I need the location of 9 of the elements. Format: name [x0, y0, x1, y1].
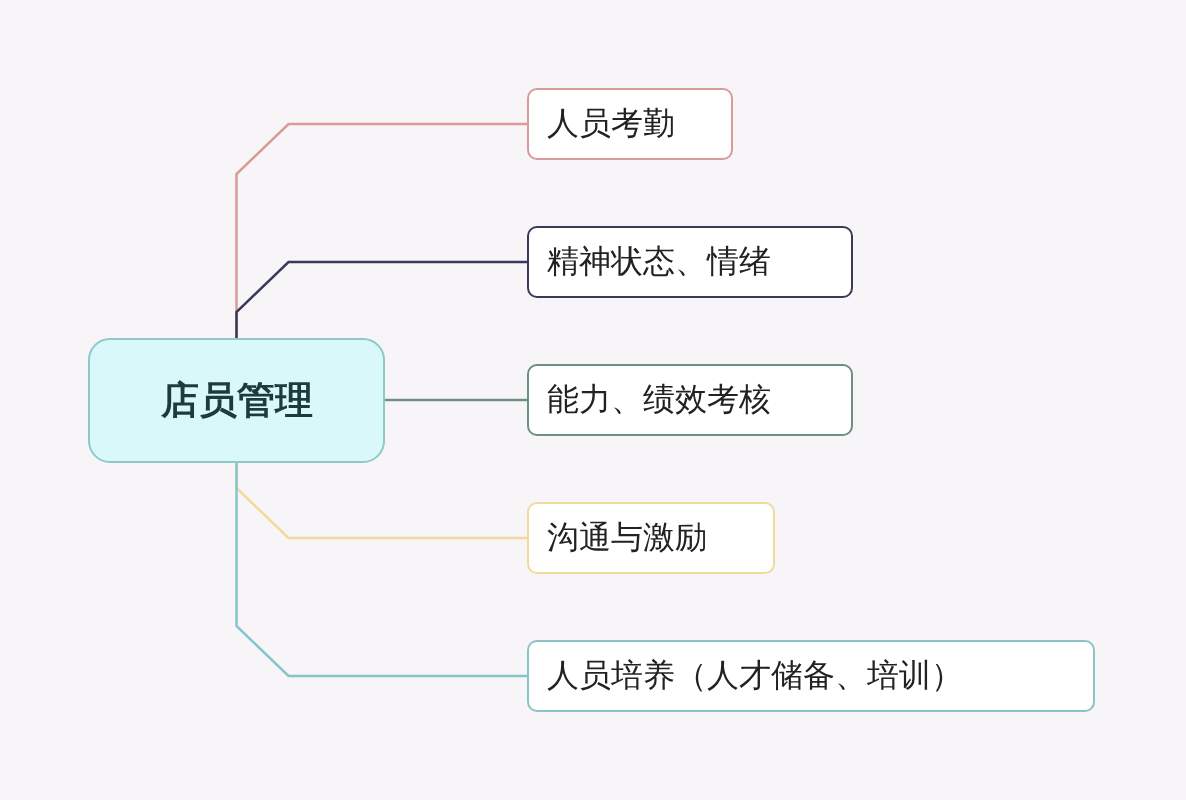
- subtopic-box: 精神状态、情绪: [527, 226, 853, 298]
- connector-line: [235, 260, 527, 338]
- connector-line: [385, 398, 527, 402]
- connector-line: [235, 463, 527, 678]
- subtopic-box: 能力、绩效考核: [527, 364, 853, 436]
- subtopic-box: 沟通与激励: [527, 502, 775, 574]
- subtopic-box: 人员培养（人才储备、培训）: [527, 640, 1095, 712]
- subtopic-box: 人员考勤: [527, 88, 733, 160]
- topic-box: 店员管理: [88, 338, 385, 463]
